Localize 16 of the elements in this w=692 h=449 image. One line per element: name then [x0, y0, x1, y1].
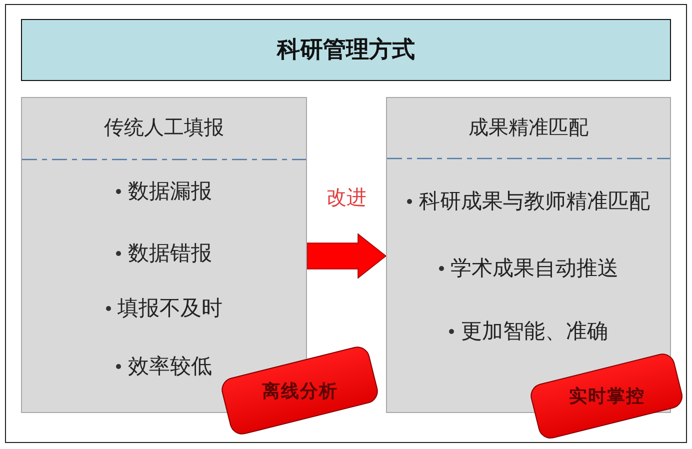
bullet-text: 效率较低: [128, 353, 212, 379]
block-arrow: [306, 233, 387, 279]
bullet-text: 数据错报: [128, 240, 212, 266]
tag-text: 离线分析: [262, 380, 338, 402]
panel-box: [386, 97, 671, 413]
bullet-text: 科研成果与教师精准匹配: [419, 188, 650, 214]
title-text: 科研管理方式: [277, 37, 415, 63]
bullet-text: 更加智能、准确: [461, 318, 608, 344]
edge-label: 改进: [326, 187, 368, 209]
bullet-text: 填报不及时: [118, 295, 222, 321]
tag-text: 实时掌控: [568, 384, 645, 407]
title-banner: [21, 19, 671, 81]
panel-heading: 成果精准匹配: [468, 116, 590, 140]
bullet-text: 学术成果自动推送: [450, 255, 618, 281]
bullet-text: 数据漏报: [128, 178, 212, 204]
panel-heading: 传统人工填报: [103, 116, 225, 140]
